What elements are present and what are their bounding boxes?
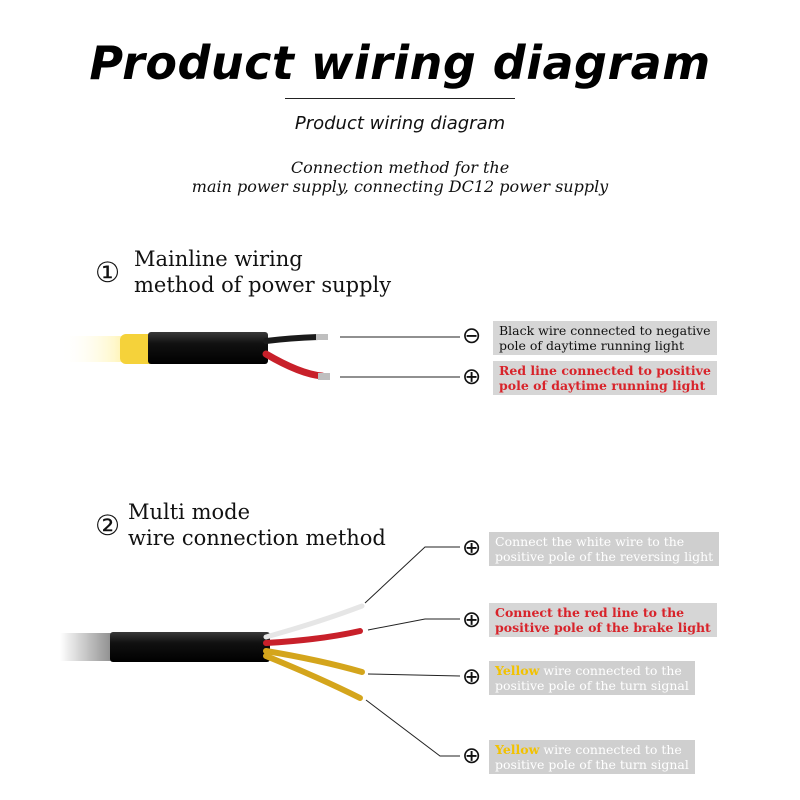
yellow-highlight: Yellow (495, 742, 540, 757)
yellow-wire-2 (263, 653, 363, 701)
plus-circle-icon: ⊕ (462, 664, 482, 690)
yellow-highlight: Yellow (495, 663, 540, 678)
main-title: Product wiring diagram (89, 36, 711, 90)
cable-jacket (148, 332, 268, 364)
plus-circle-icon: ⊕ (462, 364, 482, 390)
plus-circle-icon: ⊕ (462, 535, 482, 561)
white-wire (263, 603, 365, 640)
description-line-2: main power supply, connecting DC12 power… (191, 177, 609, 196)
section1-cable (60, 332, 460, 380)
red-wire (262, 350, 326, 380)
section2-number: ② (95, 509, 121, 542)
section1-title-line2: method of power supply (134, 273, 392, 297)
section2-title-line2: wire connection method (128, 526, 386, 550)
section2-title-line1: Multi mode (128, 500, 251, 524)
section1-label-black: Black wire connected to negative pole of… (493, 321, 717, 355)
section1-label-red: Red line connected to positive pole of d… (493, 361, 717, 395)
section2-label-yellow-2: Yellow wire connected to the positive po… (489, 740, 695, 774)
leader-line-6 (365, 699, 460, 757)
section1-title-line1: Mainline wiring (134, 247, 303, 271)
leader-line-3 (364, 546, 460, 604)
red-wire-2 (263, 628, 363, 646)
description-line-1: Connection method for the (290, 158, 510, 177)
red-wire-tip (318, 373, 330, 380)
leader-line-4 (367, 618, 460, 631)
yellow-wire-1 (263, 648, 365, 675)
section2-label-yellow-1: Yellow wire connected to the positive po… (489, 661, 695, 695)
plus-circle-icon: ⊕ (462, 743, 482, 769)
sub-title: Product wiring diagram (294, 113, 506, 134)
cable-jacket-2 (110, 632, 270, 662)
section2-cable (60, 546, 461, 757)
section1-number: ① (95, 256, 121, 289)
leader-line-5 (367, 673, 461, 677)
section2-label-white: Connect the white wire to the positive p… (489, 532, 720, 566)
minus-circle-icon: ⊖ (462, 323, 482, 349)
black-wire-tip (316, 334, 328, 340)
section2-label-red: Connect the red line to the positive pol… (489, 603, 717, 637)
plus-circle-icon: ⊕ (462, 607, 482, 633)
black-wire (263, 334, 321, 344)
title-divider (285, 98, 515, 99)
